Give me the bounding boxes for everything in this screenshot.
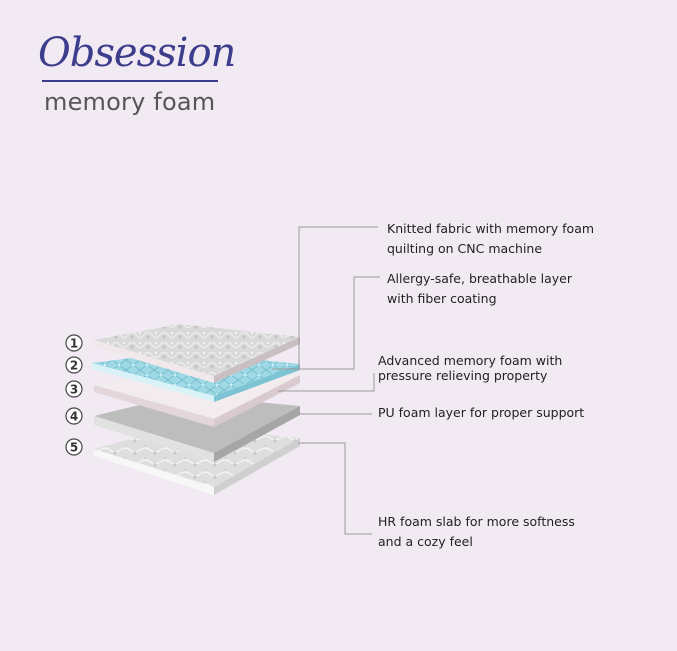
svg-text:3: 3 bbox=[70, 383, 78, 397]
badge-1: 1 bbox=[65, 334, 83, 352]
leader-line-2 bbox=[280, 276, 380, 370]
brand-subtitle: memory foam bbox=[44, 88, 216, 116]
layer-1-fabric bbox=[94, 324, 300, 383]
leader-line-5 bbox=[298, 442, 372, 535]
layer-3-description: Advanced memory foam with pressure relie… bbox=[378, 353, 563, 383]
svg-text:5: 5 bbox=[70, 441, 78, 455]
brand-underline bbox=[42, 80, 218, 82]
badge-2: 2 bbox=[65, 356, 83, 374]
layer-5-description: HR foam slab for more softness and a coz… bbox=[378, 514, 575, 549]
brand-name: Obsession bbox=[38, 30, 236, 76]
layer-4-pu-foam bbox=[94, 395, 300, 462]
svg-text:2: 2 bbox=[70, 359, 78, 373]
layer-1-description: Knitted fabric with memory foam quilting… bbox=[387, 221, 595, 256]
badge-5: 5 bbox=[65, 438, 83, 456]
layer-4-description: PU foam layer for proper support bbox=[378, 405, 585, 420]
badge-4: 4 bbox=[65, 407, 83, 425]
layer-2-description: Allergy-safe, breathable layer with fibe… bbox=[387, 271, 573, 306]
leader-line-3 bbox=[278, 373, 375, 392]
svg-text:1: 1 bbox=[70, 337, 78, 351]
badge-3: 3 bbox=[65, 380, 83, 398]
svg-text:4: 4 bbox=[70, 410, 78, 424]
